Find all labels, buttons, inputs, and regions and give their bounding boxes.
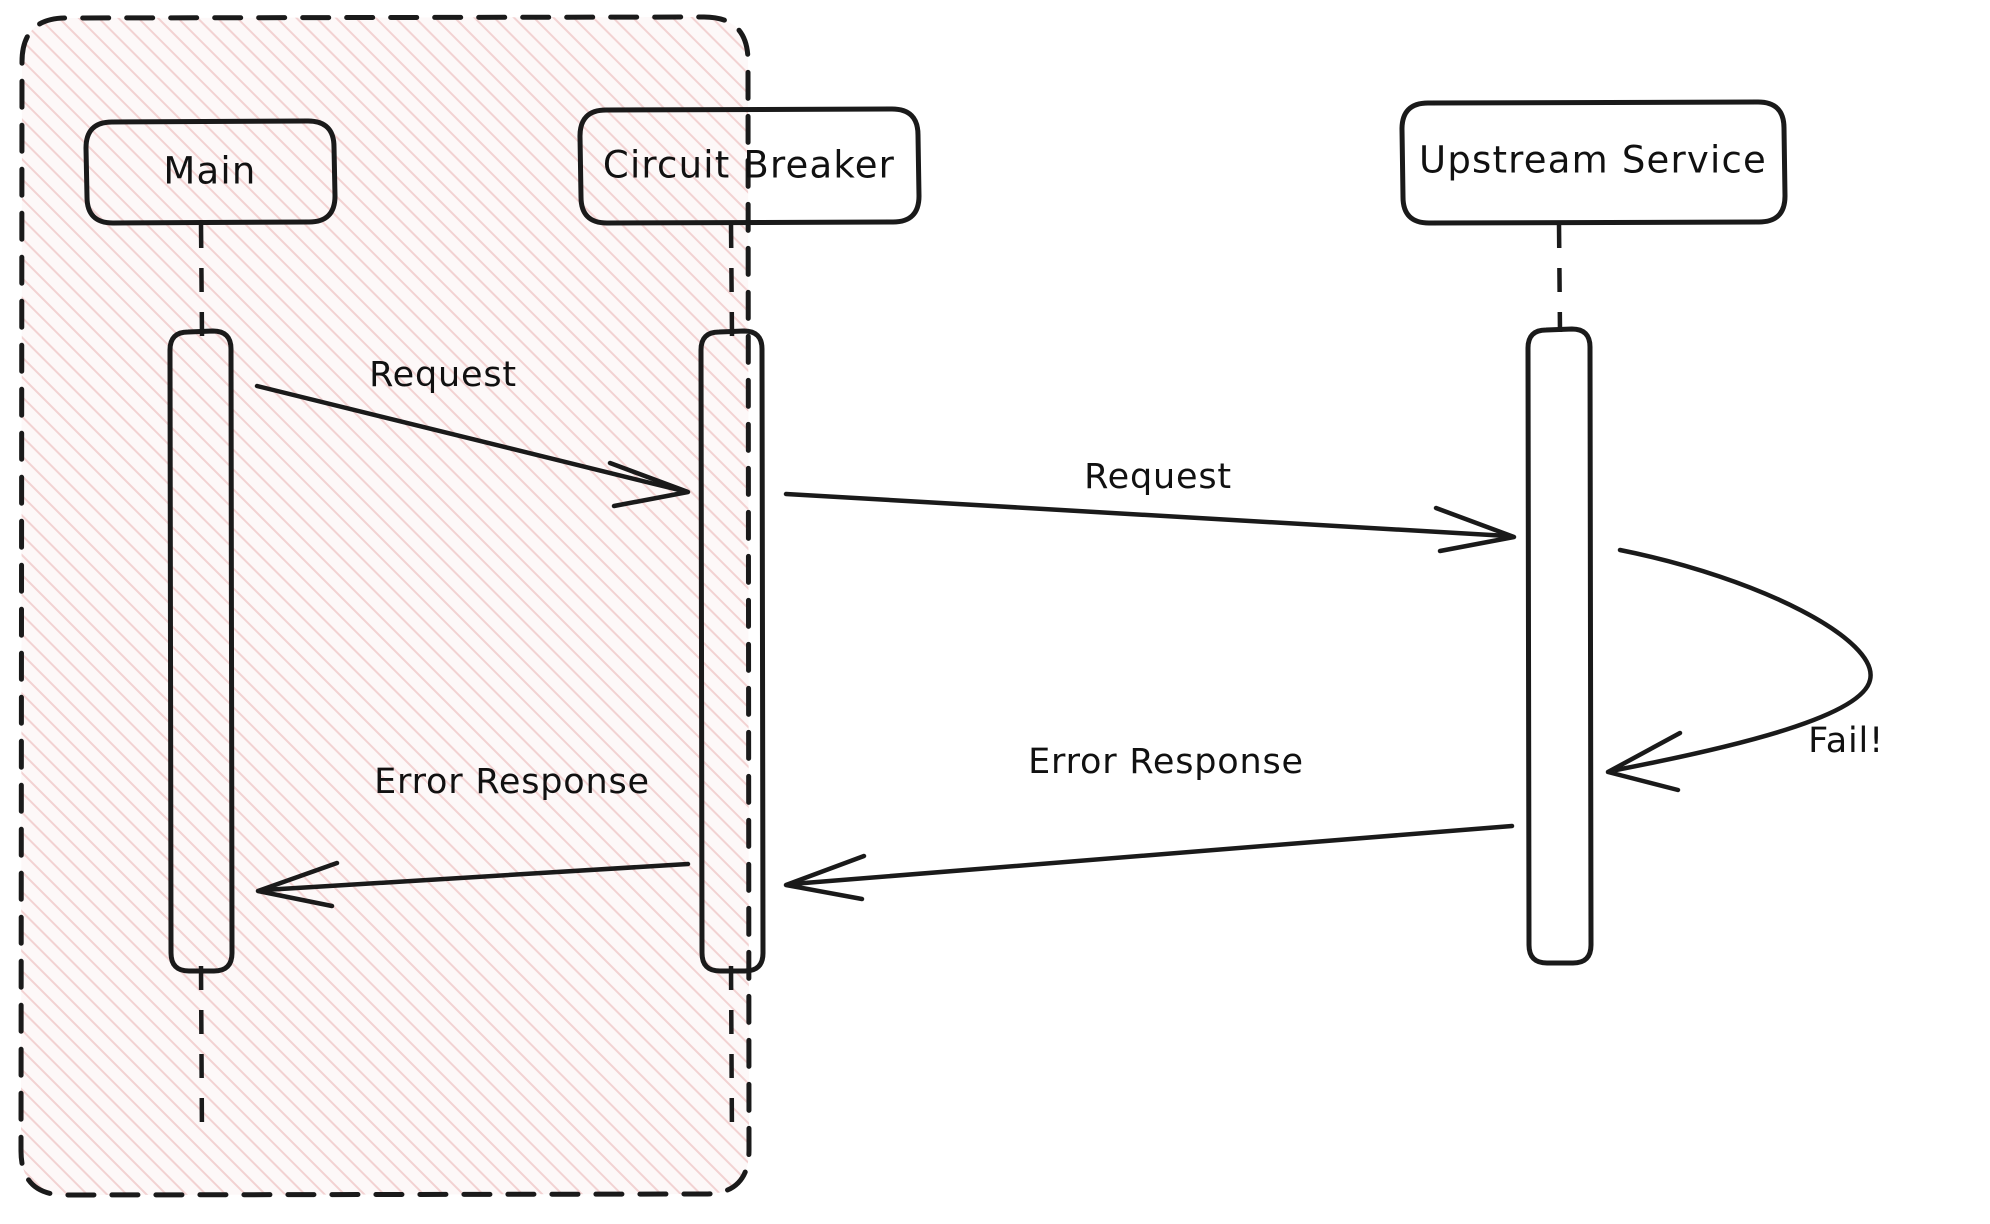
message-arrowhead-m5 [255,860,340,909]
activation-bar-upstream [1525,326,1594,966]
message-arrowhead-m4 [783,853,867,902]
message-label-m1: Request [369,355,517,395]
lifeline-main-bottom [198,965,205,1141]
message-request-circuit-breaker-to-upstream: Request [783,457,1517,554]
message-label-m5: Error Response [374,762,650,802]
participant-box-upstream-service [1399,99,1788,226]
message-error-response-upstream-to-circuit-breaker: Error Response [783,742,1515,902]
message-line-m4 [789,823,1515,887]
message-line-m3 [1613,547,1873,773]
group-border [18,14,752,1198]
message-arrowhead-m1 [607,460,691,509]
message-arrowhead-m2 [1433,505,1517,554]
participant-main[interactable]: Main [83,118,338,226]
message-label-m2: Request [1084,457,1232,497]
group-region [18,14,752,1198]
message-label-m4: Error Response [1028,742,1304,782]
message-arrowhead-m3 [1605,730,1683,793]
lifeline-circuit-breaker-top [728,223,735,337]
message-error-response-circuit-breaker-to-main: Error Response [255,762,691,909]
participant-label-upstream-service: Upstream Service [1419,139,1767,182]
participant-box-main [83,118,338,226]
lifelines [198,223,1563,1141]
activation-bar-circuit-breaker [698,328,766,974]
activation-bars [167,326,1594,974]
message-fail-self-loop: Fail! [1605,547,1884,793]
message-request-main-to-circuit-breaker: Request [254,355,691,509]
participant-circuit-breaker[interactable]: Circuit Breaker [577,106,922,226]
participant-label-circuit-breaker: Circuit Breaker [603,144,895,187]
lifeline-main-top [198,223,205,337]
message-label-m3: Fail! [1808,721,1884,761]
message-line-m5 [261,861,691,893]
message-line-m2 [783,491,1511,539]
participant-label-main: Main [163,150,256,193]
lifeline-upstream-top [1556,223,1563,333]
activation-bar-main [167,328,235,974]
participant-box-circuit-breaker [577,106,922,226]
message-line-m1 [254,383,686,494]
participant-upstream-service[interactable]: Upstream Service [1399,99,1788,226]
lifeline-circuit-breaker-bottom [728,965,735,1141]
